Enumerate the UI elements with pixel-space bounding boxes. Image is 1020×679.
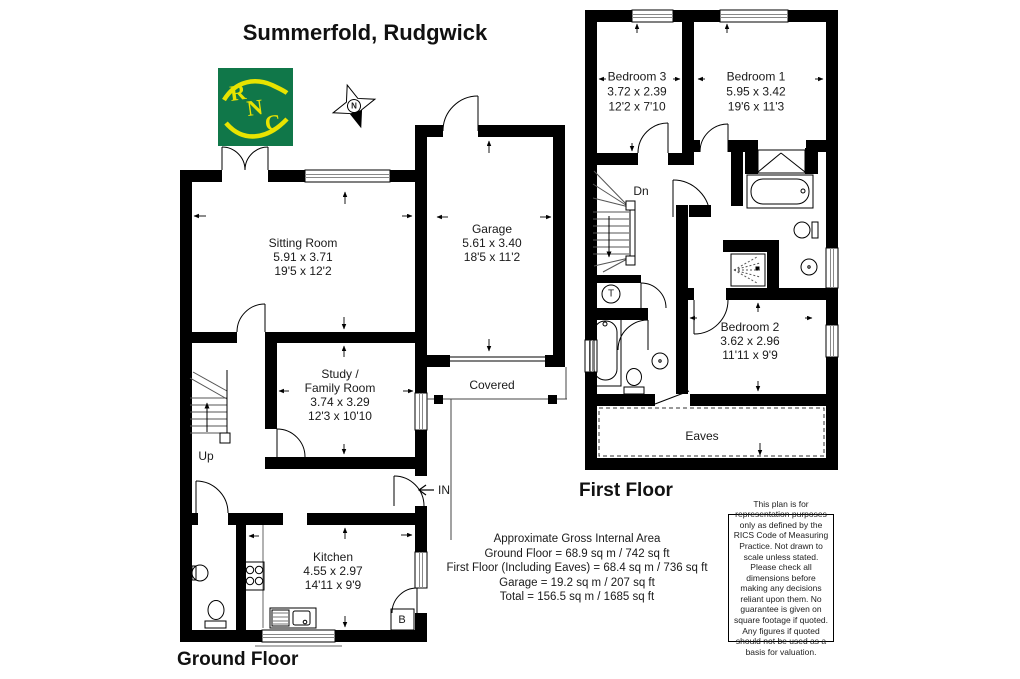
basin-icon [800,258,818,276]
bath-icon [746,174,814,209]
entrance-arrow-icon [417,484,434,496]
stairs-down-label: Dn [633,184,649,198]
ground-floor-label: Ground Floor [177,649,299,670]
window-glyphs-ground [255,169,428,647]
ensuite-fittings [589,315,669,395]
bath-icon [589,315,622,387]
room-dim-metric: 5.91 x 3.71 [273,250,333,264]
room-name: Bedroom 2 [720,320,780,334]
area-line-garage: Garage = 19.2 sq m / 207 sq ft [499,576,655,589]
room-dim-imperial: 19'6 x 11'3 [727,99,785,114]
stairs-down-icon [592,170,636,273]
rnc-letter-r: R [228,79,248,106]
boiler-box [390,608,415,631]
stairs-up-icon [189,370,231,444]
room-dim-metric: 4.55 x 2.97 [303,564,363,578]
area-line-first: First Floor (Including Eaves) = 68.4 sq … [446,562,708,574]
toilet-icon [626,368,642,386]
room-dim-metric: 5.61 x 3.40 [462,236,522,250]
ground-floor-plan [180,95,567,647]
room-label-bedroom-2: Bedroom 2 3.62 x 2.96 11'11 x 9'9 [720,320,779,362]
basin-icon [191,564,209,582]
area-summary-heading: Approximate Gross Internal Area [493,533,661,545]
room-name: Bedroom 3 [607,69,667,84]
stairs-up-label: Up [198,449,214,463]
dimension-arrows [193,23,824,628]
room-name: Garage [471,222,513,236]
room-dim-imperial: 19'5 x 12'2 [274,264,332,278]
disclaimer-box: This plan is for representation purposes… [728,499,834,657]
covered-area-outline [427,356,567,540]
room-dim-metric: 3.62 x 2.96 [720,334,780,348]
area-line-ground: Ground Floor = 68.9 sq m / 742 sq ft [484,547,670,560]
toilet-icon [793,221,811,239]
kitchen-fittings [243,525,415,631]
compass-north-label: N [351,101,357,111]
room-dim-imperial: 11'11 x 9'9 [722,348,778,362]
bathroom-fittings [746,174,819,276]
boiler-label: B [398,614,406,626]
first-floor-label: First Floor [579,480,673,501]
eaves-label: Eaves [685,429,719,443]
room-label-bedroom-3: Bedroom 3 3.72 x 2.39 12'2 x 7'10 [607,70,666,115]
door-arcs-first [617,122,729,351]
rnc-logo: R N C [218,68,293,146]
post-icon [434,395,443,404]
room-label-kitchen: Kitchen 4.55 x 2.97 14'11 x 9'9 [303,550,362,592]
rnc-logo-swoosh-icon [222,79,289,139]
door-arcs-ground [195,95,479,614]
room-dim-imperial: 14'11 x 9'9 [304,578,362,592]
post-icon [548,395,557,404]
area-line-total: Total = 156.5 sq m / 1685 sq ft [499,591,655,603]
wardrobe-icon [757,149,806,174]
room-label-garage: Garage 5.61 x 3.40 18'5 x 11'2 [462,222,521,264]
area-summary: Approximate Gross Internal Area Ground F… [446,532,707,605]
room-name: Study / [321,367,359,381]
rnc-letter-c: C [263,109,283,136]
room-name: Bedroom 1 [726,69,786,84]
sink-icon [269,607,317,629]
room-label-bedroom-1: Bedroom 1 5.95 x 3.42 19'6 x 11'3 [726,70,785,115]
rnc-letter-n: N [245,94,265,121]
tank-circle-icon [601,284,621,304]
basin-icon [651,352,669,370]
room-name: Family Room [304,381,376,395]
tank-label: T [607,288,615,300]
disclaimer-text: This plan is for representation purposes… [733,498,829,657]
room-dim-imperial: 18'5 x 11'2 [463,250,521,264]
eaves-outline [598,407,825,457]
wc-fittings [191,564,227,629]
room-dim-metric: 5.95 x 3.42 [726,84,786,99]
room-label-study: Study / Family Room 3.74 x 3.29 12'3 x 1… [305,367,376,423]
room-dim-metric: 3.72 x 2.39 [607,84,667,99]
shower-icon [730,253,766,287]
hob-icon [243,561,265,591]
room-name: Kitchen [312,550,354,564]
first-floor-plan [584,9,839,470]
page-title: Summerfold, Rudgwick [242,20,488,45]
toilet-icon [207,600,225,620]
room-label-sitting-room: Sitting Room 5.91 x 3.71 19'5 x 12'2 [269,236,338,278]
north-compass-icon [331,83,377,129]
room-name: Sitting Room [268,236,338,250]
room-dim-imperial: 12'3 x 10'10 [308,409,372,423]
room-dim-metric: 3.74 x 3.29 [310,395,370,409]
room-dim-imperial: 12'2 x 7'10 [608,99,666,114]
covered-label: Covered [469,378,515,392]
entrance-label: IN [438,483,450,497]
